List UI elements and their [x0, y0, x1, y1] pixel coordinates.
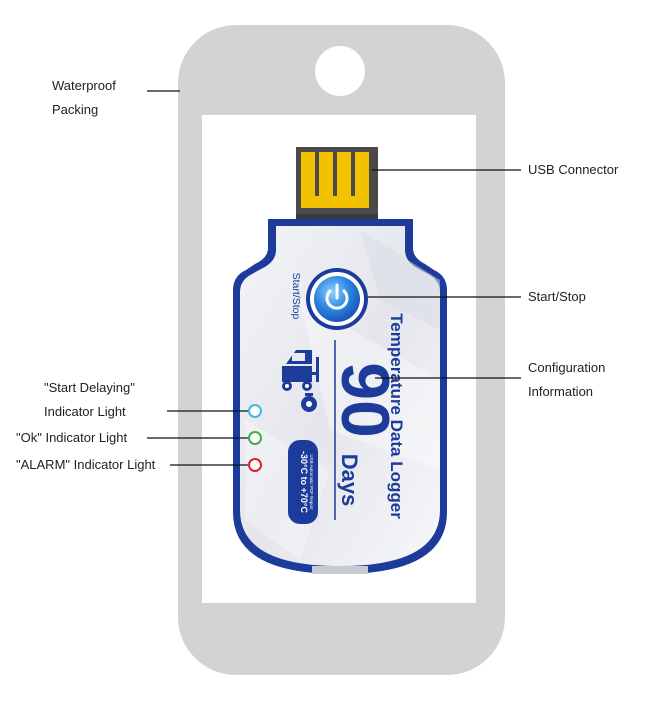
start-stop-button — [306, 268, 368, 330]
power-icon — [325, 289, 349, 310]
alarm-indicator-light — [248, 458, 262, 472]
ok-indicator-light — [248, 431, 262, 445]
duration-number: 90 — [327, 362, 403, 438]
start-stop-device-label: Start/Stop — [290, 273, 302, 320]
device-title: Temperature Data Logger — [387, 313, 406, 519]
duration-unit: Days — [337, 454, 362, 507]
temperature-badge: -30°C to +70°C USB Automatic PDF Report — [288, 440, 318, 524]
usb-connector — [296, 147, 378, 222]
temperature-sub: USB Automatic PDF Report — [309, 454, 314, 510]
configuration-label: Configuration Information — [528, 360, 606, 399]
temperature-range: -30°C to +70°C — [299, 451, 309, 513]
start-delaying-label: "Start Delaying" Indicator Light — [44, 380, 135, 419]
start-delay-indicator-light — [248, 404, 262, 418]
hang-hole — [315, 46, 365, 96]
usb-connector-label: USB Connector — [528, 162, 619, 177]
alarm-indicator-label: "ALARM" Indicator Light — [16, 457, 156, 472]
truck-icon — [282, 350, 319, 412]
start-stop-label: Start/Stop — [528, 289, 586, 304]
ok-indicator-label: "Ok" Indicator Light — [16, 430, 128, 445]
waterproof-packing-label: Waterproof Packing — [52, 78, 116, 117]
